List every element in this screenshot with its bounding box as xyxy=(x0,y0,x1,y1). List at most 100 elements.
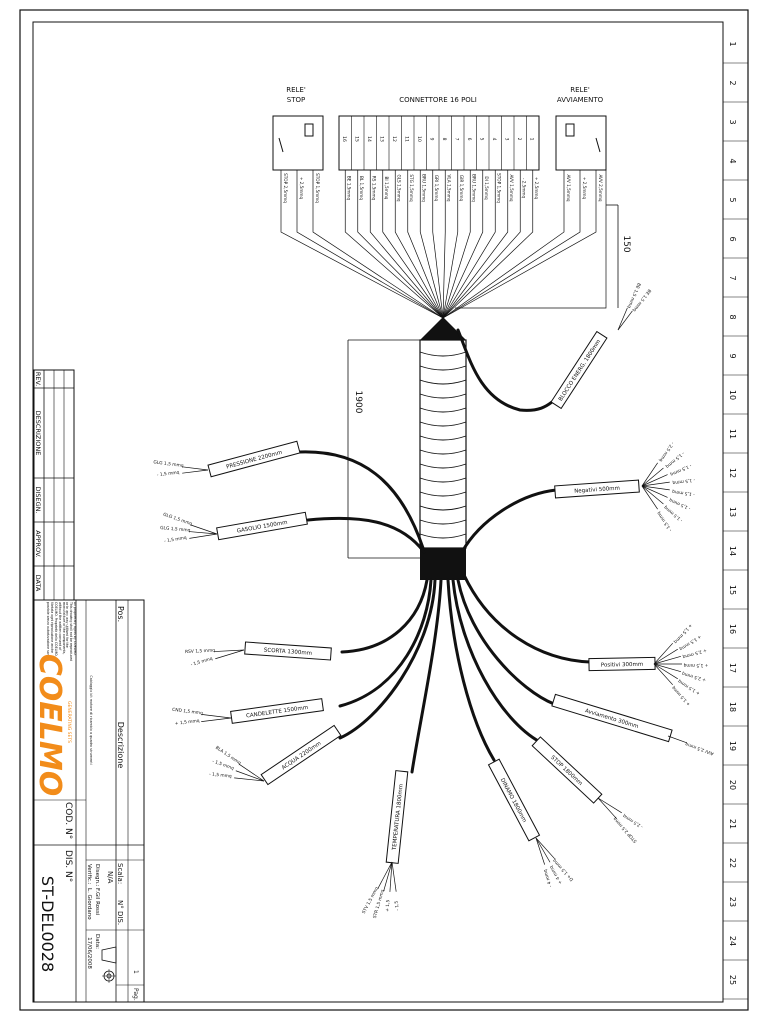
branch-candelette: CANDELETTE 1500mm xyxy=(230,698,324,724)
relay-start-switch xyxy=(595,137,601,153)
fan-wire xyxy=(442,170,459,319)
ruler-number: 5 xyxy=(728,197,737,202)
branch-negativi-wire xyxy=(641,485,658,510)
cable-dinamo xyxy=(446,578,496,762)
branch-scorta-wire-label: - 1,5 mmq xyxy=(190,656,214,668)
ruler-number: 19 xyxy=(728,741,737,751)
branch-avviamento-wire-label: AVV 2,5 mmq xyxy=(684,741,714,757)
branch-gasolio-wire-label: GLG 1,5 mmq xyxy=(160,525,191,534)
fan-wire xyxy=(419,170,444,319)
cable-acqua xyxy=(338,578,437,740)
trunk-ring xyxy=(419,407,467,413)
branch-stop-wire xyxy=(597,797,617,820)
connector-wire-label: STG 1,5mmq xyxy=(409,174,414,202)
branch-temperatura: TEMPERATURA 1800mm xyxy=(385,770,409,864)
trunk-ring xyxy=(419,393,467,399)
connector-wire-label: GLS 1,5mmq xyxy=(396,174,401,201)
branch-scorta-label-box xyxy=(244,641,332,661)
fan-wire xyxy=(442,170,521,319)
branch-scorta-wire xyxy=(214,649,245,652)
pin-number: 16 xyxy=(341,136,347,142)
ndis-label: N° DIS. xyxy=(116,900,124,925)
branch-blocco-wire xyxy=(617,307,628,331)
branch-candelette-wire xyxy=(201,713,232,719)
branch-negativi-wire xyxy=(641,481,670,487)
branch-positivi-wire xyxy=(653,663,678,680)
dimension-1900: 1900 xyxy=(347,339,420,559)
branch-candelette-label-box xyxy=(230,698,324,724)
branch-gasolio: GASOLIO 1500mm xyxy=(216,511,308,541)
connector-wire-label: BI 1,5mmq xyxy=(384,177,389,200)
ruler-number: 16 xyxy=(728,624,737,634)
disegn-label: Disegn.: xyxy=(94,864,100,887)
relay-stop-wire-label: + 2,5mmq xyxy=(299,177,304,200)
branch-positivi-wire-label: + 2,5 mmq xyxy=(681,670,707,683)
dimension-150-text: 150 xyxy=(621,235,631,252)
branch-gasolio-wire-label: GLG 1,5 mmq xyxy=(162,512,193,528)
connector-wire-label: DI 1,5mmq xyxy=(484,176,489,200)
ruler-number: 15 xyxy=(728,585,737,595)
branch-positivi-wire-label: + 2,5 mmq xyxy=(682,647,708,660)
branch-negativi-wire-label: - 1,5 mmq xyxy=(672,488,696,497)
branch-negativi-wire xyxy=(641,485,664,505)
relay-stop-title-line1: RELE' xyxy=(286,86,306,94)
branch-negativi-wire xyxy=(641,485,668,498)
branch-blocco-wire xyxy=(617,310,633,331)
zone-ruler: 1234567891011121314151617181920212223242… xyxy=(723,41,748,1000)
dimension-1900-text: 1900 xyxy=(353,391,363,414)
branch-acqua-label: ACQUA 2200mm xyxy=(281,741,323,772)
branch-stop-label: STOP 1800mm xyxy=(549,755,583,787)
relay-stop-contact xyxy=(304,123,314,137)
pin-number: 9 xyxy=(429,138,435,141)
branch-positivi-wire xyxy=(653,642,673,665)
branch-negativi-wire xyxy=(641,474,668,487)
relay-stop-wire-label: STOP 1,5mmq xyxy=(315,173,320,203)
connector-wire-label: RS 1,5mmq xyxy=(371,176,376,201)
relay-start-body xyxy=(555,115,607,171)
scala-label: Scala: xyxy=(116,863,124,884)
branch-temperatura-wire-label: - 1,5 xyxy=(393,900,400,911)
fan-wire xyxy=(442,170,597,319)
branch-acqua: ACQUA 2200mm xyxy=(260,724,342,786)
branch-temperatura-wire xyxy=(377,861,393,889)
ruler-number: 21 xyxy=(728,819,737,829)
relay-stop-body xyxy=(272,115,324,171)
fan-wire xyxy=(442,170,534,319)
branch-negativi-label-box xyxy=(554,479,640,499)
relay-start-title-line2: AVVIAMENTO xyxy=(557,96,604,104)
connector-wire-label: BRU 1,5mmq xyxy=(471,174,476,202)
pag-label: Pag. xyxy=(132,988,139,1001)
ruler-number: 2 xyxy=(728,80,737,85)
fan-wire xyxy=(382,170,444,319)
pin-number: 12 xyxy=(391,136,397,142)
branch-gasolio-wire-label: - 1,5 mmq xyxy=(164,535,188,545)
cable-candelette xyxy=(338,578,433,708)
fan-wire xyxy=(442,170,509,319)
relay-start-wire-label: AVV 1,5mmq xyxy=(566,174,571,201)
branch-dinamo-wire-label: - 4 mmq xyxy=(542,868,553,888)
fan-wire xyxy=(394,170,444,319)
ruler-number: 1 xyxy=(728,41,737,46)
branch-scorta: SCORTA 1300mm xyxy=(244,641,332,661)
rev-header-approv: APPROV. xyxy=(34,530,42,557)
branch-candelette-wire-label: CND 1,5 mmq xyxy=(172,707,204,717)
branch-pressione-label-box xyxy=(207,440,301,478)
trunk-ring xyxy=(419,449,467,455)
ruler-number: 23 xyxy=(728,897,737,907)
ruler-number: 6 xyxy=(728,236,737,241)
branch-temperatura-wire xyxy=(391,861,397,892)
branch-dinamo-wire xyxy=(535,837,551,863)
connector-wire-label: GIR 1,5mmq xyxy=(459,175,464,202)
branch-acqua-label-box xyxy=(260,724,342,786)
connector-wire-label: GRI 1,5mmq xyxy=(434,175,439,202)
sheet-inner-border xyxy=(32,21,724,1003)
rev-header-descrizione: DESCRIZIONE xyxy=(34,411,42,456)
branch-negativi-wire-label: - 1,5 mmq xyxy=(672,477,696,486)
verific-value: L. Giordano xyxy=(86,888,92,920)
rev-header-data: DATA xyxy=(34,575,42,592)
branch-avviamento-wire xyxy=(667,735,687,744)
branch-blocco: BLOCCO ENERG. 1800mm xyxy=(550,330,608,410)
branch-positivi-label: Positivi 300mm xyxy=(601,662,643,669)
pin-number: 13 xyxy=(379,136,385,142)
